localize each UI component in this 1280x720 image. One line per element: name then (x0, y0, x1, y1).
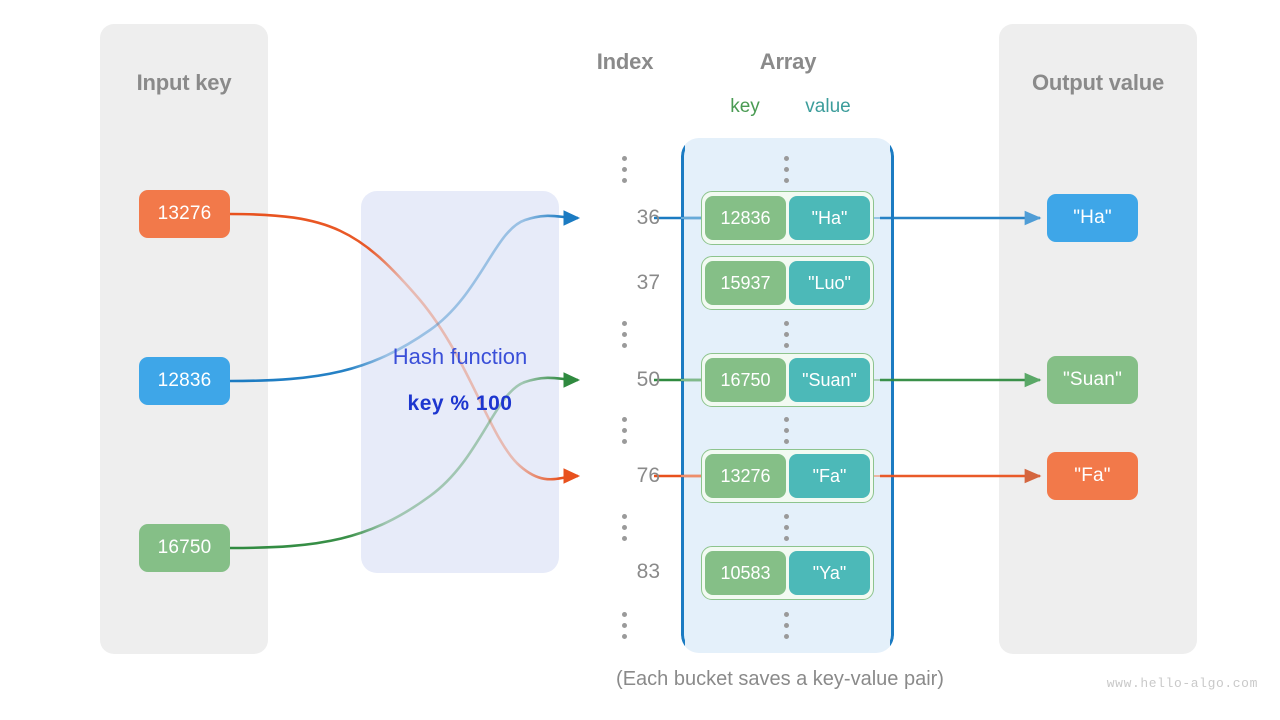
index-column-title: Index (596, 49, 654, 74)
bucket-value-ha: "Ha" (789, 196, 870, 240)
bucket-key-16750: 16750 (705, 358, 786, 402)
output-value-panel-title: Output value (1031, 70, 1165, 95)
array-ellipsis-3 (784, 514, 789, 541)
index-label-36: 36 (636, 206, 660, 229)
array-ellipsis-top (784, 156, 789, 183)
hash-function-formula: key % 100 (407, 392, 513, 415)
bucket-key-15937: 15937 (705, 261, 786, 305)
array-ellipsis-1 (784, 321, 789, 348)
output-value-pill-suan[interactable]: "Suan" (1047, 356, 1138, 404)
output-value-panel: Output value (999, 24, 1197, 654)
bucket-key-12836: 12836 (705, 196, 786, 240)
array-column-title: Array (759, 49, 817, 74)
bucket-37[interactable]: 15937 "Luo" (701, 256, 874, 310)
index-label-76: 76 (636, 464, 660, 487)
index-label-37: 37 (636, 271, 660, 294)
diagram-caption: (Each bucket saves a key-value pair) (616, 668, 944, 690)
site-watermark: www.hello-algo.com (1106, 676, 1258, 691)
index-ellipsis-1 (622, 321, 627, 348)
array-value-header: value (805, 96, 851, 117)
bucket-83[interactable]: 10583 "Ya" (701, 546, 874, 600)
index-ellipsis-bottom (622, 612, 627, 639)
input-key-pill-12836[interactable]: 12836 (139, 357, 230, 405)
bucket-value-suan: "Suan" (789, 358, 870, 402)
bucket-76[interactable]: 13276 "Fa" (701, 449, 874, 503)
array-ellipsis-bottom (784, 612, 789, 639)
bucket-value-fa: "Fa" (789, 454, 870, 498)
bucket-key-13276: 13276 (705, 454, 786, 498)
index-label-83: 83 (636, 560, 660, 583)
bucket-key-10583: 10583 (705, 551, 786, 595)
array-key-header: key (730, 96, 760, 117)
output-value-pill-ha[interactable]: "Ha" (1047, 194, 1138, 242)
bucket-36[interactable]: 12836 "Ha" (701, 191, 874, 245)
bucket-value-luo: "Luo" (789, 261, 870, 305)
array-ellipsis-2 (784, 417, 789, 444)
hash-function-label: Hash function (392, 344, 528, 369)
index-ellipsis-3 (622, 514, 627, 541)
index-ellipsis-top (622, 156, 627, 183)
index-ellipsis-2 (622, 417, 627, 444)
hash-function-box (361, 191, 559, 573)
input-key-pill-13276[interactable]: 13276 (139, 190, 230, 238)
bucket-value-ya: "Ya" (789, 551, 870, 595)
bucket-50[interactable]: 16750 "Suan" (701, 353, 874, 407)
input-key-pill-16750[interactable]: 16750 (139, 524, 230, 572)
index-label-50: 50 (636, 368, 660, 391)
output-value-pill-fa[interactable]: "Fa" (1047, 452, 1138, 500)
input-key-panel-title: Input key (136, 70, 232, 95)
